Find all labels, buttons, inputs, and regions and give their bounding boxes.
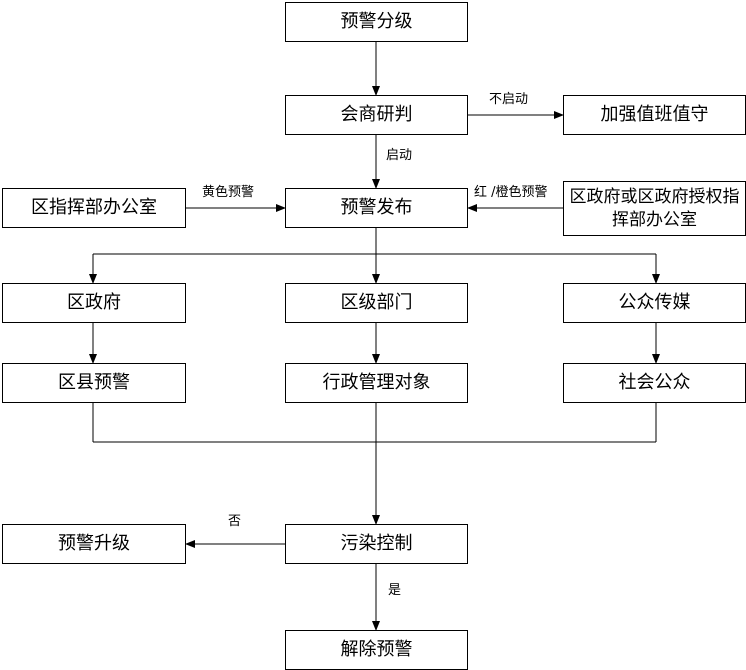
node-district-departments: 区级部门 bbox=[285, 283, 468, 323]
edge-label-yes: 是 bbox=[388, 583, 402, 598]
node-district-command-office: 区指挥部办公室 bbox=[2, 188, 186, 228]
edge-label-yellow-warning: 黄色预警 bbox=[202, 185, 255, 200]
node-authorized-office: 区政府或区政府授权指挥部办公室 bbox=[563, 181, 746, 236]
node-lift-warning: 解除预警 bbox=[285, 630, 468, 670]
node-warning-grading: 预警分级 bbox=[285, 2, 468, 42]
node-admin-objects: 行政管理对象 bbox=[285, 363, 468, 403]
node-public-media: 公众传媒 bbox=[563, 283, 746, 323]
node-consultation: 会商研判 bbox=[285, 95, 468, 135]
node-strengthen-duty: 加强值班值守 bbox=[563, 95, 746, 135]
edge-label-no-start: 不启动 bbox=[489, 92, 529, 107]
node-county-warning: 区县预警 bbox=[2, 363, 186, 403]
node-warning-release: 预警发布 bbox=[285, 188, 468, 228]
edge-label-no: 否 bbox=[228, 514, 242, 529]
edge-label-start: 启动 bbox=[386, 148, 413, 163]
node-warning-upgrade: 预警升级 bbox=[2, 524, 186, 564]
node-general-public: 社会公众 bbox=[563, 363, 746, 403]
node-district-government: 区政府 bbox=[2, 283, 186, 323]
edge-label-red-orange-warning: 红 /橙色预警 bbox=[474, 185, 548, 200]
node-pollution-control: 污染控制 bbox=[285, 524, 468, 564]
